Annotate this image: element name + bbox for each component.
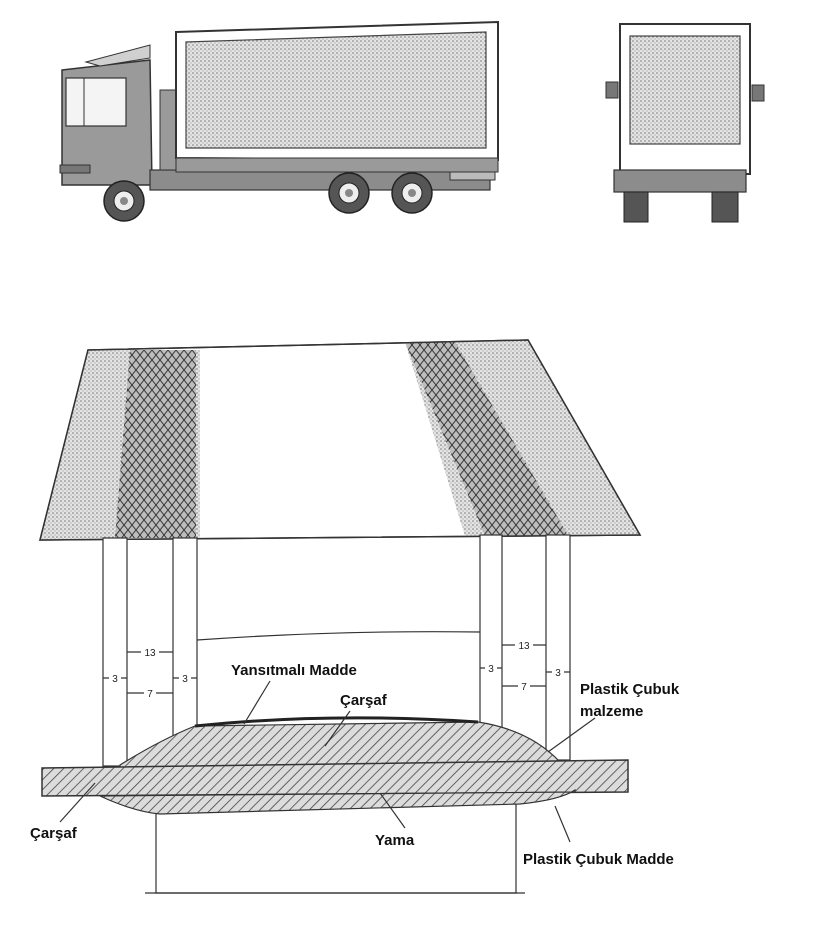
dim-right-left: 3: [488, 664, 494, 675]
dimension-group-right: 13 3 7 3: [480, 638, 570, 693]
cross-section-diagram: 13 3 7 3 13 3 7 3: [30, 339, 680, 894]
label-reflective-material: Yansıtmalı Madde: [231, 662, 357, 679]
dimension-group-left: 13 3 7 3: [103, 645, 197, 700]
dim-right-top: 13: [518, 641, 530, 652]
label-sheet-top: Çarşaf: [340, 692, 388, 709]
dim-left-left: 3: [112, 674, 118, 685]
dim-left-right: 3: [182, 674, 188, 685]
dim-left-top: 13: [144, 648, 156, 659]
truck-rear-view: [605, 23, 765, 223]
rear-wheel-2: [391, 172, 433, 214]
rear-wheel-1: [328, 172, 370, 214]
dim-right-right: 3: [555, 668, 561, 679]
label-plastic-rod-material-1: Plastik Çubuk: [580, 681, 680, 698]
dim-right-middle: 7: [521, 682, 527, 693]
dim-left-middle: 7: [147, 689, 153, 700]
truck-side-view: [59, 20, 499, 222]
label-plastic-rod-item: Plastik Çubuk Madde: [523, 851, 674, 868]
front-wheel: [103, 180, 145, 222]
label-plastic-rod-material-2: malzeme: [580, 703, 643, 720]
label-sheet-left: Çarşaf: [30, 825, 78, 842]
label-patch: Yama: [375, 832, 415, 849]
